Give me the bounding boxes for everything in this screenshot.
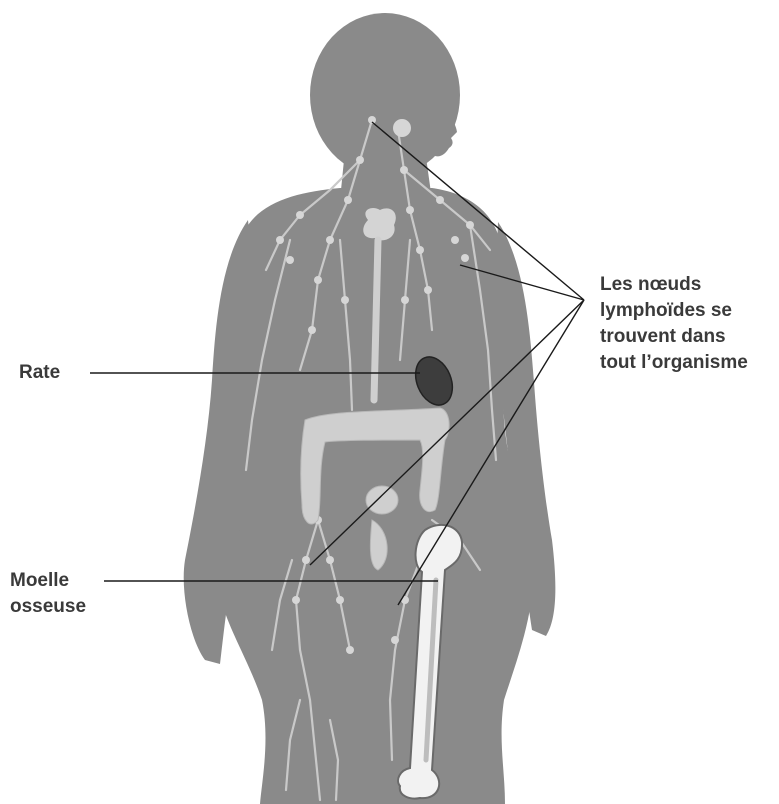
- thoracic-duct: [374, 240, 378, 400]
- label-lymph-nodes-line-4: tout l’organisme: [600, 350, 748, 376]
- label-rate: Rate: [19, 360, 60, 386]
- thymus: [363, 208, 396, 240]
- label-rate-text: Rate: [19, 362, 60, 383]
- label-bone-marrow-line-2: osseuse: [10, 594, 86, 620]
- label-lymph-nodes-line-2: lymphoïdes se: [600, 298, 748, 324]
- label-bone-marrow-line-1: Moelle: [10, 568, 86, 594]
- label-lymph-nodes-line-3: trouvent dans: [600, 324, 748, 350]
- label-lymph-nodes: Les nœuds lymphoïdes se trouvent dans to…: [600, 272, 748, 376]
- label-lymph-nodes-line-1: Les nœuds: [600, 272, 748, 298]
- label-bone-marrow: Moelle osseuse: [10, 568, 86, 620]
